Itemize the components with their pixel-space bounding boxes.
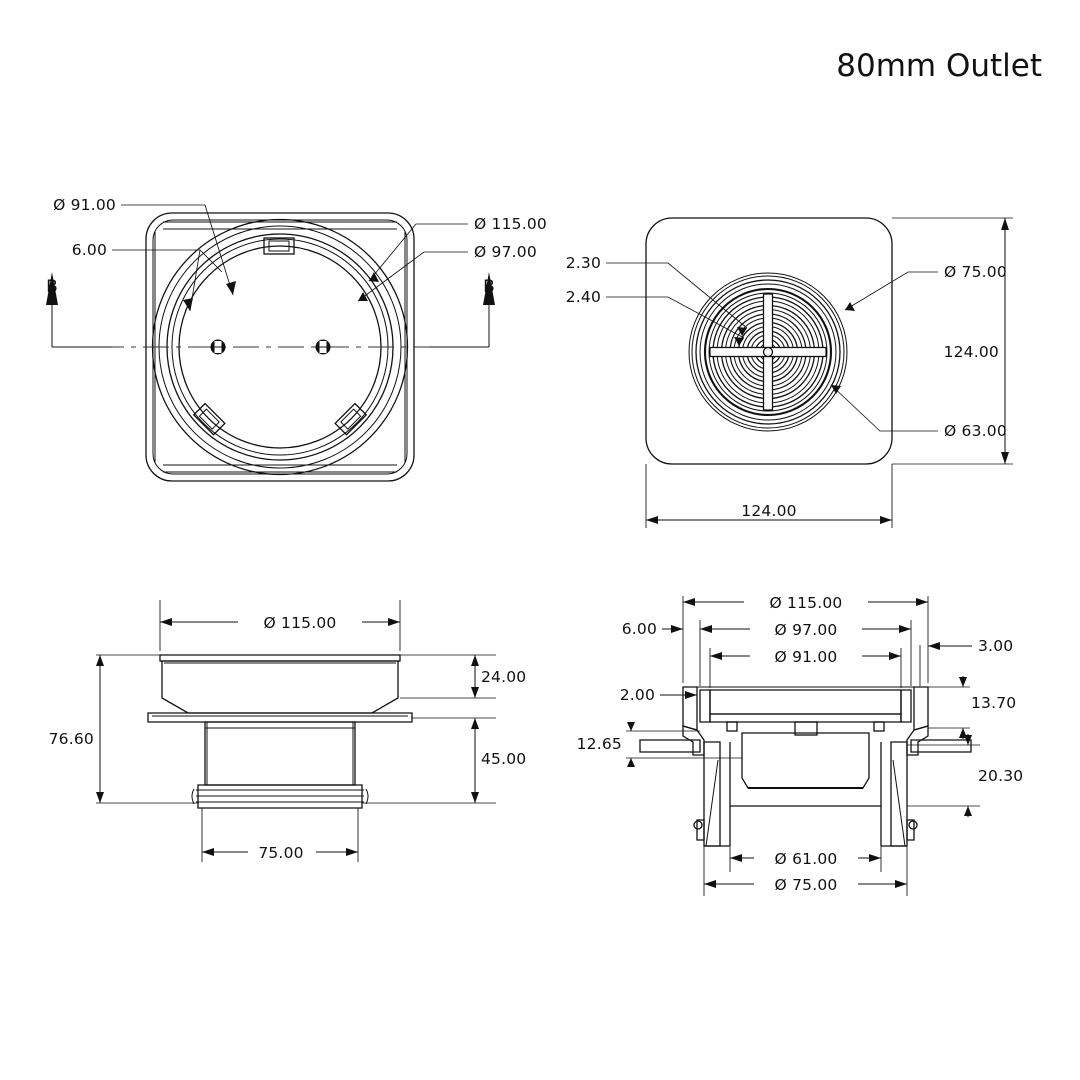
section-label-left: B — [46, 277, 58, 297]
leader-grate-d75 — [844, 271, 938, 311]
leader-d91 — [121, 204, 234, 296]
flange-plate — [147, 712, 413, 723]
dim-b115: Ø 115.00 — [159, 600, 401, 651]
alignment-tab-left — [192, 402, 226, 436]
grate-ring-inner-edge — [708, 292, 828, 412]
dim-s200: 2.00 — [620, 686, 697, 704]
flange-wing-left — [639, 739, 701, 753]
dim-s91: Ø 91.00 — [709, 646, 902, 688]
dim-s97: Ø 97.00 — [699, 619, 912, 686]
leader-240 — [606, 296, 745, 339]
grate-square-outline — [645, 217, 893, 465]
label-s75: Ø 75.00 — [775, 876, 838, 894]
grate-ring-d75 — [695, 279, 841, 425]
view-bottom-right: Ø 115.00 Ø 97.00 Ø 91.00 6.00 — [577, 592, 1023, 896]
locking-lug-right — [906, 819, 918, 841]
leader-grate-d63 — [830, 384, 938, 432]
label-s115: Ø 115.00 — [770, 594, 843, 612]
dim-b7660: 76.60 — [49, 654, 198, 804]
dim-b75: 75.00 — [201, 808, 359, 862]
flange-shoulder-left — [682, 725, 705, 756]
view-top-left: B B Ø 91.00 6.00 Ø 115.00 Ø 97.00 — [46, 196, 547, 482]
bowl-cavity — [709, 689, 902, 715]
dim-s300: 3.00 — [919, 637, 1013, 686]
label-vertical-124: 124.00 — [944, 343, 999, 361]
dim-s1265: 12.65 — [577, 722, 742, 767]
dim-b45: 45.00 — [362, 717, 526, 804]
leader-d97 — [357, 251, 468, 302]
dim-s1370: 13.70 — [928, 676, 1016, 739]
fastener-left — [210, 339, 226, 355]
label-d91: Ø 91.00 — [53, 196, 116, 214]
label-s1265: 12.65 — [577, 735, 622, 753]
label-240: 2.40 — [566, 288, 601, 306]
label-s300: 3.00 — [978, 637, 1013, 655]
label-s600: 6.00 — [622, 620, 657, 638]
leader-230 — [606, 262, 748, 329]
label-s2030: 20.30 — [978, 767, 1023, 785]
alignment-tab-top — [263, 237, 295, 255]
label-230: 2.30 — [566, 254, 601, 272]
barrel-hatch-left — [705, 759, 719, 847]
label-s200: 2.00 — [620, 686, 655, 704]
label-horizontal-124: 124.00 — [741, 502, 796, 520]
section-arrow-left: B — [46, 272, 112, 348]
flange-wing-right — [910, 739, 972, 753]
label-600: 6.00 — [72, 241, 107, 259]
stud-left — [726, 721, 738, 732]
stud-right — [873, 721, 885, 732]
grate-ring-outer-3 — [699, 283, 837, 421]
leader-d115 — [368, 223, 468, 282]
alignment-tab-top-inner — [268, 240, 290, 252]
dim-s61: Ø 61.00 — [729, 846, 882, 872]
top-edge-strip — [163, 221, 397, 230]
label-grate-d75: Ø 75.00 — [944, 263, 1007, 281]
dim-vertical-124: 124.00 — [892, 217, 1013, 465]
dim-s115: Ø 115.00 — [682, 592, 929, 683]
bottom-edge-strip — [163, 464, 397, 473]
section-label-right: B — [483, 277, 495, 297]
label-b115: Ø 115.00 — [264, 614, 337, 632]
locking-lug-left — [693, 819, 705, 841]
label-b75: 75.00 — [258, 844, 303, 862]
alignment-tab-right — [334, 402, 368, 436]
grate-spokes — [709, 293, 827, 411]
flange-top-cap — [159, 654, 401, 662]
label-b45: 45.00 — [481, 750, 526, 768]
dim-s600: 6.00 — [622, 620, 683, 638]
center-boss — [794, 721, 818, 736]
label-s1370: 13.70 — [971, 694, 1016, 712]
dim-s75: Ø 75.00 — [703, 846, 908, 896]
drawing-title: 80mm Outlet — [836, 48, 1042, 84]
grate-ring-outer-1 — [688, 272, 848, 432]
view-bottom-left: Ø 115.00 24.00 45.00 76.60 — [49, 600, 526, 862]
label-b24: 24.00 — [481, 668, 526, 686]
label-d115: Ø 115.00 — [474, 215, 547, 233]
label-s91: Ø 91.00 — [775, 648, 838, 666]
label-grate-d63: Ø 63.00 — [944, 422, 1007, 440]
grate-ring-d63 — [703, 287, 833, 417]
dim-b24: 24.00 — [400, 654, 526, 699]
view-top-right: 2.30 2.40 Ø 75.00 Ø 63.00 124.00 — [566, 217, 1013, 528]
section-arrow-right: B — [429, 272, 495, 348]
label-d97: Ø 97.00 — [474, 243, 537, 261]
grate-ring-outer-2 — [691, 275, 845, 429]
label-b7660: 76.60 — [49, 730, 94, 748]
barrel-hatch-right — [892, 759, 906, 847]
dim-horizontal-124: 124.00 — [645, 464, 893, 528]
flange-shoulder-right — [906, 725, 929, 756]
label-s97: Ø 97.00 — [775, 621, 838, 639]
fastener-right — [315, 339, 331, 355]
label-s61: Ø 61.00 — [775, 850, 838, 868]
dim-s2030: 20.30 — [907, 734, 1023, 817]
